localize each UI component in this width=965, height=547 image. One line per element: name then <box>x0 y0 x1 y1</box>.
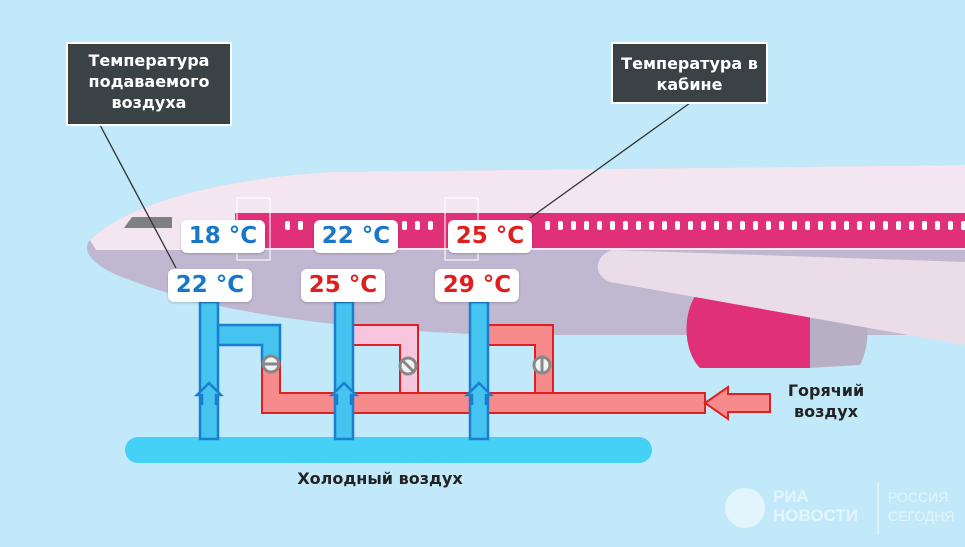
window <box>558 221 563 230</box>
valve-icon <box>398 356 418 376</box>
cold-air-bar <box>125 437 652 463</box>
window <box>857 221 862 230</box>
cabin-temp-2: 22 °C <box>314 220 398 253</box>
window <box>545 221 550 230</box>
cabin-temp-1: 18 °C <box>181 220 265 253</box>
window <box>688 221 693 230</box>
window <box>948 221 953 230</box>
window <box>402 221 407 230</box>
window <box>844 221 849 230</box>
window <box>922 221 927 230</box>
window <box>961 221 965 230</box>
callout-line <box>99 124 177 269</box>
valve-icon <box>261 354 281 374</box>
ria-logo-icon <box>725 488 765 528</box>
window <box>415 221 420 230</box>
logo-segodnya: СЕГОДНЯ <box>888 508 955 524</box>
window <box>766 221 771 230</box>
window <box>623 221 628 230</box>
window <box>870 221 875 230</box>
window <box>896 221 901 230</box>
logo-novosti: НОВОСТИ <box>773 506 859 525</box>
callout-line <box>529 102 691 219</box>
windows: /* windows drawn below */ <box>285 221 965 230</box>
callout-cabin-temperature: Температура в кабине <box>611 42 768 104</box>
logo-ria: РИА <box>773 487 809 506</box>
window <box>792 221 797 230</box>
window <box>597 221 602 230</box>
window <box>935 221 940 230</box>
window <box>285 221 290 230</box>
logo-rossiya: РОССИЯ <box>888 489 949 505</box>
window <box>610 221 615 230</box>
window <box>636 221 641 230</box>
window <box>818 221 823 230</box>
cold-air-label: Холодный воздух <box>297 469 463 488</box>
window <box>649 221 654 230</box>
valves <box>261 354 552 376</box>
up-arrow-icon <box>463 381 495 405</box>
cabin-temp-3: 25 °C <box>448 220 532 253</box>
window <box>727 221 732 230</box>
up-arrow-icon <box>193 381 225 405</box>
window <box>740 221 745 230</box>
callout-supply-air-temperature: Температура подаваемого воздуха <box>66 42 232 126</box>
wing <box>597 250 965 345</box>
window <box>779 221 784 230</box>
supply-temp-3: 29 °C <box>435 269 519 302</box>
window <box>675 221 680 230</box>
window <box>428 221 433 230</box>
window <box>662 221 667 230</box>
supply-temp-2: 25 °C <box>301 269 385 302</box>
supply-temp-1: 22 °C <box>168 269 252 302</box>
window <box>805 221 810 230</box>
window <box>714 221 719 230</box>
window <box>584 221 589 230</box>
cockpit-window <box>124 217 172 228</box>
valve-icon <box>532 355 552 375</box>
window <box>753 221 758 230</box>
window <box>909 221 914 230</box>
window <box>298 221 303 230</box>
window <box>571 221 576 230</box>
hot-air-arrow <box>703 385 771 421</box>
window <box>831 221 836 230</box>
cold-air-pipes <box>125 300 652 463</box>
window <box>883 221 888 230</box>
window <box>701 221 706 230</box>
up-arrow-icon <box>328 381 360 405</box>
hot-air-label: Горячий воздух <box>787 381 865 421</box>
